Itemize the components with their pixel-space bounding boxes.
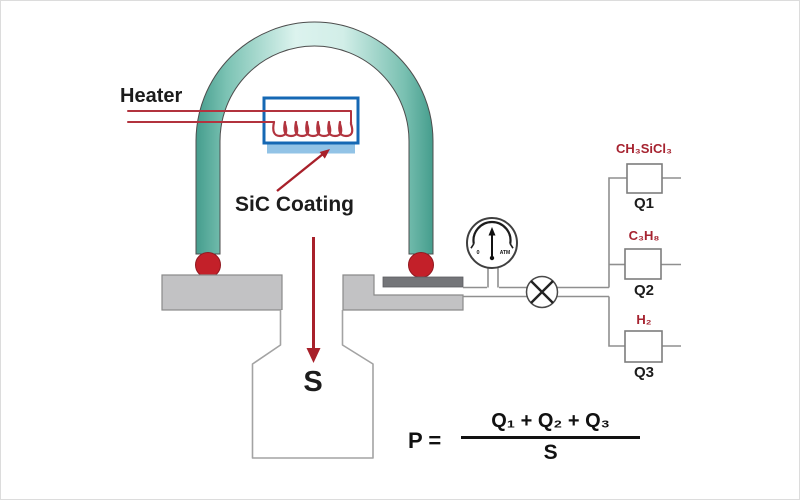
sic-coating-label: SiC Coating (235, 193, 354, 216)
formula-fraction: Q₁ + Q₂ + Q₃ S (461, 410, 640, 465)
substrate-pedestal (251, 310, 374, 459)
flow-label-q1: Q1 (633, 195, 654, 212)
gas-chemical-label-h2: H₂ (636, 312, 652, 327)
pressure-gauge: 0 ATM (466, 217, 518, 269)
pressure-formula: P = Q₁ + Q₂ + Q₃ S (408, 410, 640, 465)
formula-lhs: P = (408, 427, 442, 453)
mfc-box-q3 (624, 330, 663, 363)
mfc-box-q1 (626, 163, 663, 194)
sic-pointer-arrow (276, 149, 330, 192)
gauge-atm-label: ATM (500, 250, 510, 256)
deposition-arrow (306, 237, 321, 363)
seal-ball-left (195, 252, 221, 278)
heater-label: Heater (120, 85, 183, 107)
gas-chemical-label-c3h8: C₃H₈ (628, 228, 660, 243)
formula-denominator: S (543, 441, 558, 464)
inlet-dark-bar (382, 276, 464, 288)
seal-ball-right (408, 252, 434, 278)
mfc-boxes (624, 163, 663, 363)
substrate-label: S (303, 366, 323, 398)
heater-wires (127, 110, 354, 138)
flange-left (161, 274, 283, 311)
gas-chemical-label-ch3sicl3: CH₃SiCl₃ (615, 141, 673, 156)
reactor-tube (195, 21, 434, 255)
flow-label-q2: Q2 (633, 282, 654, 299)
formula-numerator: Q₁ + Q₂ + Q₃ (461, 410, 640, 439)
valve (525, 275, 559, 309)
heater-coil (272, 120, 354, 138)
gauge-zero-label: 0 (476, 250, 479, 256)
mfc-box-q2 (624, 248, 662, 280)
flow-label-q3: Q3 (633, 364, 654, 381)
sic-coating-strip (267, 144, 355, 154)
